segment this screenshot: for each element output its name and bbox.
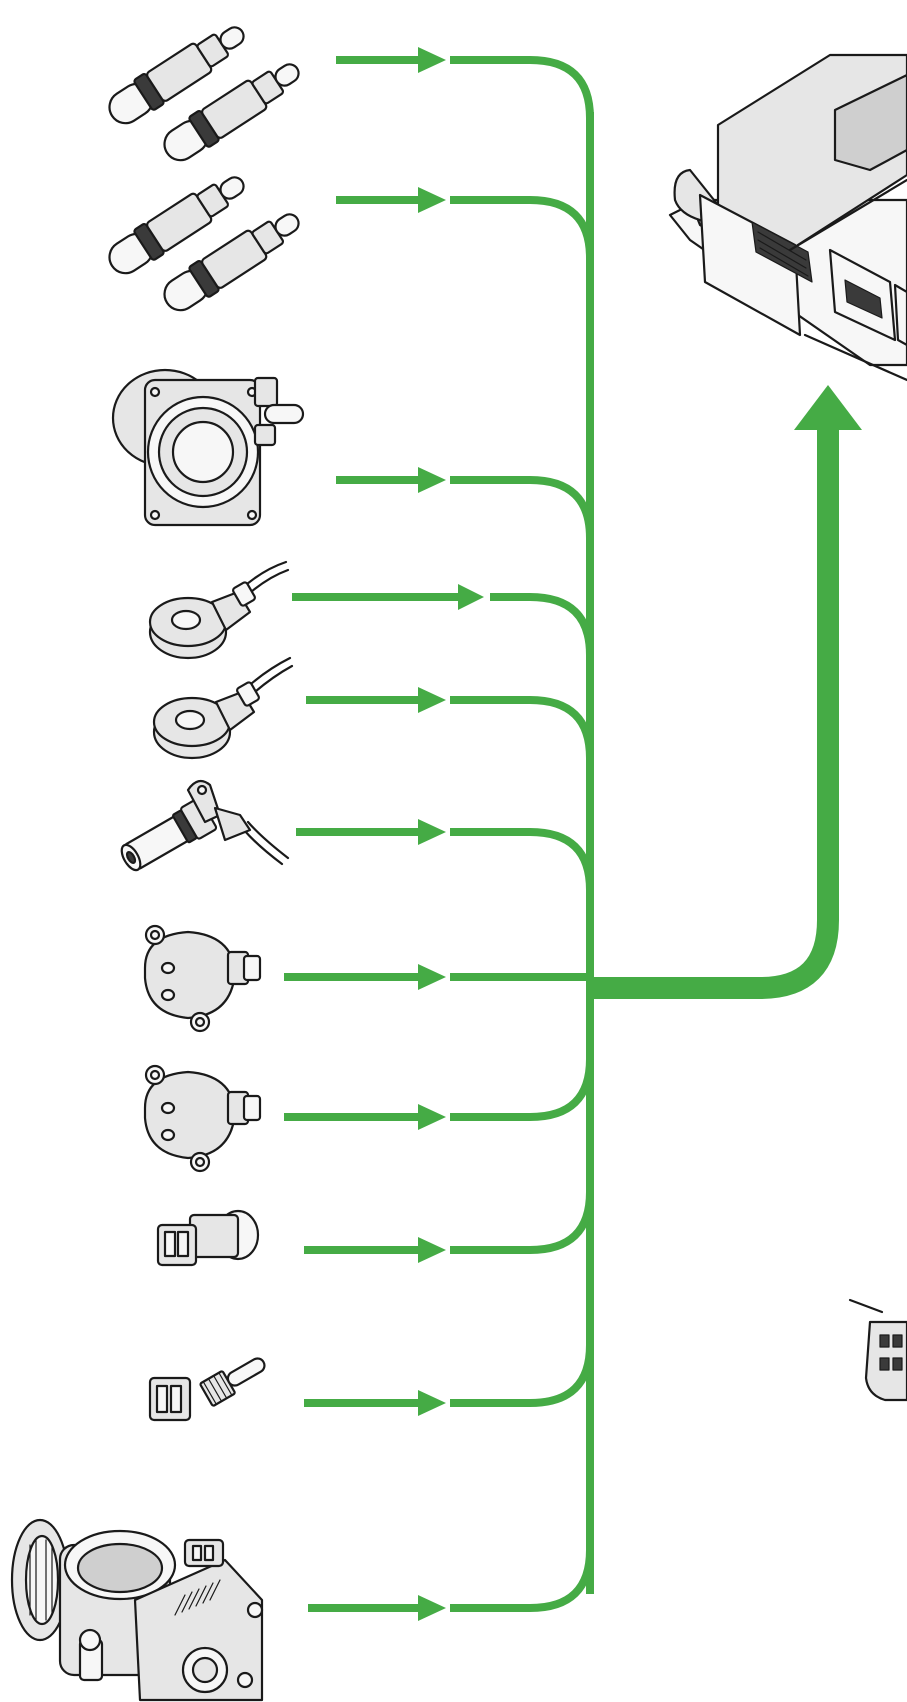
coolant-temperature-sensor-icon [150, 1351, 270, 1420]
throttle-body-icon [12, 1520, 262, 1700]
signal-branch-5 [450, 700, 590, 758]
arrow-1 [336, 47, 446, 73]
diagnostic-connector-icon [850, 1300, 907, 1400]
signal-branch-8 [450, 1059, 590, 1117]
signal-branch-1 [450, 60, 590, 118]
signal-branch-3 [450, 480, 590, 538]
speed-sensor-icon [116, 781, 288, 877]
arrow-2 [336, 187, 446, 213]
injector-pair-icon [102, 16, 307, 168]
arrow-9 [304, 1237, 446, 1263]
signal-branch-6 [450, 832, 590, 890]
knock-sensor-icon [150, 562, 288, 658]
engine-control-unit-icon [670, 55, 907, 380]
signal-branch-2 [450, 200, 590, 258]
signal-branch-4 [490, 597, 590, 655]
arrow-10 [304, 1390, 446, 1416]
signal-lines [450, 60, 590, 1608]
temperature-sensor-icon [158, 1211, 258, 1265]
signal-branch-11 [450, 1550, 590, 1608]
output-arrowhead [794, 385, 862, 430]
camshaft-position-sensor-icon [145, 1066, 260, 1171]
air-mass-meter-icon [113, 370, 303, 525]
output-to-control-unit [592, 385, 862, 988]
arrow-8 [284, 1104, 446, 1130]
signal-branch-10 [450, 1345, 590, 1403]
arrow-4 [292, 584, 484, 610]
arrow-7 [284, 964, 446, 990]
knock-sensor-icon [154, 658, 292, 758]
camshaft-position-sensor-icon [145, 926, 260, 1031]
arrow-6 [296, 819, 446, 845]
arrow-3 [336, 467, 446, 493]
signal-branch-9 [450, 1192, 590, 1250]
arrow-11 [308, 1595, 446, 1621]
arrow-5 [306, 687, 446, 713]
injector-pair-icon [102, 166, 307, 318]
